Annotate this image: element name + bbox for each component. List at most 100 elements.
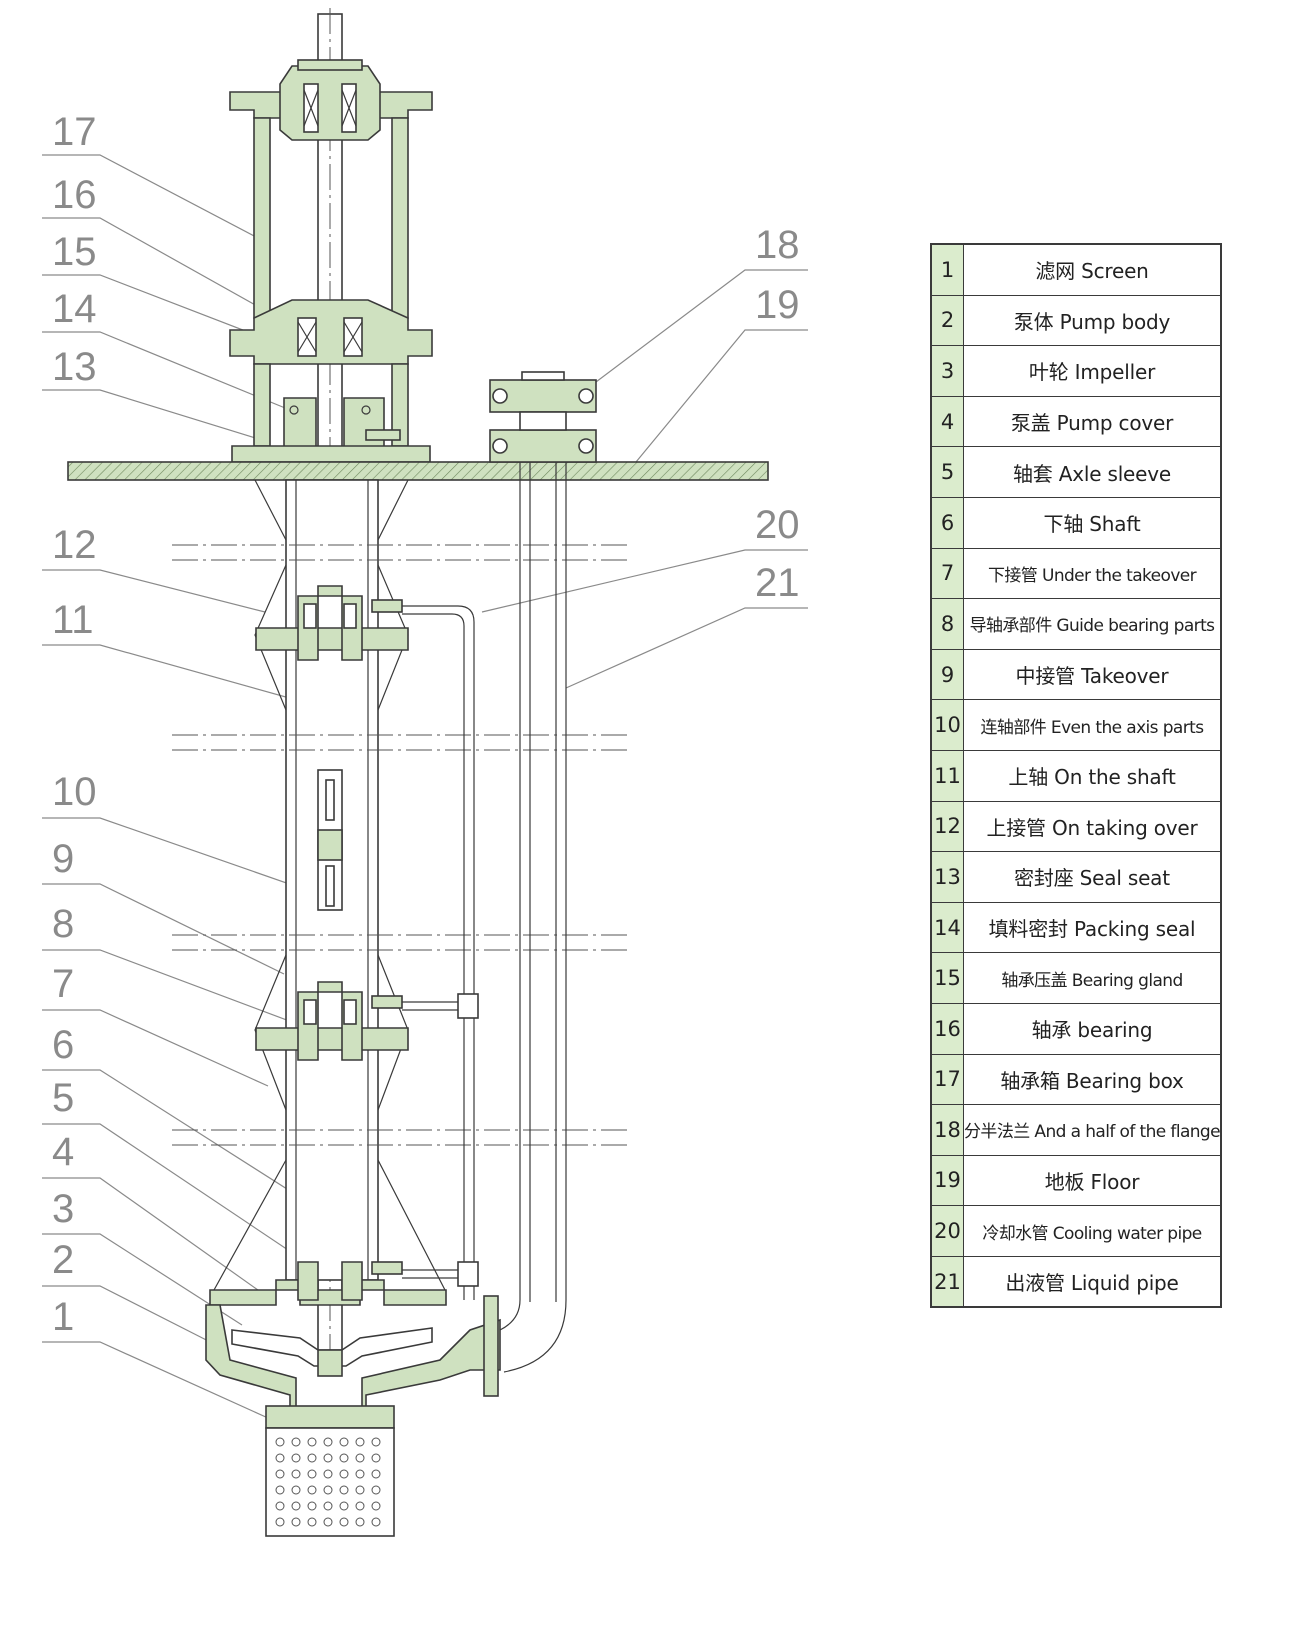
legend-number: 15 xyxy=(930,952,965,1004)
svg-text:6: 6 xyxy=(52,1023,74,1067)
callout-15: 15 xyxy=(42,230,301,353)
legend-description: 连轴部件 Even the axis parts xyxy=(963,699,1222,751)
svg-text:20: 20 xyxy=(755,503,800,547)
shaft-coupling xyxy=(317,769,343,911)
lower-guide-bearing xyxy=(254,954,409,1111)
svg-text:16: 16 xyxy=(52,173,97,217)
legend-description: 冷却水管 Cooling water pipe xyxy=(963,1205,1222,1257)
svg-text:7: 7 xyxy=(52,962,74,1006)
legend-description: 轴套 Axle sleeve xyxy=(963,446,1222,498)
callouts-right: 18 19 20 21 xyxy=(481,223,808,689)
legend-description: 轴承 bearing xyxy=(963,1002,1222,1055)
legend-description: 地板 Floor xyxy=(963,1154,1222,1207)
legend-description: 滤网 Screen xyxy=(963,243,1222,296)
legend-number: 19 xyxy=(930,1154,965,1207)
floor-plate xyxy=(67,461,769,481)
pump-body xyxy=(205,1261,501,1411)
callout-11: 11 xyxy=(42,598,319,707)
svg-text:1: 1 xyxy=(52,1295,74,1339)
legend-description: 填料密封 Packing seal xyxy=(963,901,1222,954)
legend-number: 6 xyxy=(930,496,965,549)
svg-text:5: 5 xyxy=(52,1076,74,1120)
legend-description: 下轴 Shaft xyxy=(963,496,1222,549)
svg-text:21: 21 xyxy=(755,561,800,605)
pump-casing xyxy=(205,1304,501,1411)
legend-number: 3 xyxy=(930,345,965,397)
cooling-water-pipe xyxy=(402,605,479,1300)
callout-20: 20 xyxy=(481,503,808,613)
legend-number: 16 xyxy=(930,1002,965,1055)
legend-number: 5 xyxy=(930,446,965,498)
upper-guide-bearing xyxy=(254,564,409,711)
svg-text:15: 15 xyxy=(52,230,97,274)
legend-description: 上轴 On the shaft xyxy=(963,749,1222,802)
legend-number: 20 xyxy=(930,1205,965,1257)
screen-holes xyxy=(275,1437,381,1527)
half-flange xyxy=(489,371,597,463)
legend-description: 轴承压盖 Bearing gland xyxy=(963,952,1222,1004)
svg-text:11: 11 xyxy=(52,598,94,642)
screen xyxy=(265,1405,395,1537)
legend-number: 12 xyxy=(930,800,965,853)
bearing-box-lower-flange xyxy=(229,299,433,365)
legend-number: 14 xyxy=(930,901,965,954)
legend-description: 分半法兰 And a half of the flange xyxy=(963,1104,1222,1156)
callout-6: 6 xyxy=(42,1023,321,1211)
svg-text:13: 13 xyxy=(52,345,97,389)
svg-text:3: 3 xyxy=(52,1187,74,1231)
callout-3: 3 xyxy=(42,1187,243,1326)
callout-19: 19 xyxy=(635,283,808,463)
svg-text:8: 8 xyxy=(52,902,74,946)
svg-text:4: 4 xyxy=(52,1130,74,1174)
svg-text:2: 2 xyxy=(52,1238,74,1282)
legend-description: 出液管 Liquid pipe xyxy=(963,1255,1222,1308)
legend-description: 密封座 Seal seat xyxy=(963,851,1222,903)
legend-number: 11 xyxy=(930,749,965,802)
legend-number: 4 xyxy=(930,395,965,448)
callout-4: 4 xyxy=(42,1130,273,1301)
legend-description: 下接管 Under the takeover xyxy=(963,547,1222,600)
legend-description: 导轴承部件 Guide bearing parts xyxy=(963,598,1222,650)
legend-number: 9 xyxy=(930,648,965,701)
callout-13: 13 xyxy=(42,345,263,441)
svg-text:14: 14 xyxy=(52,287,97,331)
legend-number: 1 xyxy=(930,243,965,296)
legend-number: 13 xyxy=(930,851,965,903)
svg-text:10: 10 xyxy=(52,770,97,814)
callout-12: 12 xyxy=(42,523,266,613)
legend-description: 上接管 On taking over xyxy=(963,800,1222,853)
legend-number: 7 xyxy=(930,547,965,600)
callout-1: 1 xyxy=(42,1295,269,1419)
callout-9: 9 xyxy=(42,837,285,975)
legend-description: 泵体 Pump body xyxy=(963,294,1222,347)
legend-description: 泵盖 Pump cover xyxy=(963,395,1222,448)
callout-21: 21 xyxy=(565,561,808,689)
callout-17: 17 xyxy=(42,110,259,239)
callout-18: 18 xyxy=(595,223,808,383)
legend-description: 中接管 Takeover xyxy=(963,648,1222,701)
svg-text:12: 12 xyxy=(52,523,97,567)
svg-text:17: 17 xyxy=(52,110,97,154)
top-bearing-cap xyxy=(279,65,381,141)
callout-7: 7 xyxy=(42,962,269,1087)
callouts-left: 17 16 15 14 13 12 11 10 xyxy=(42,110,321,1419)
pump-assembly xyxy=(67,8,769,1537)
liquid-pipe xyxy=(499,462,567,1373)
